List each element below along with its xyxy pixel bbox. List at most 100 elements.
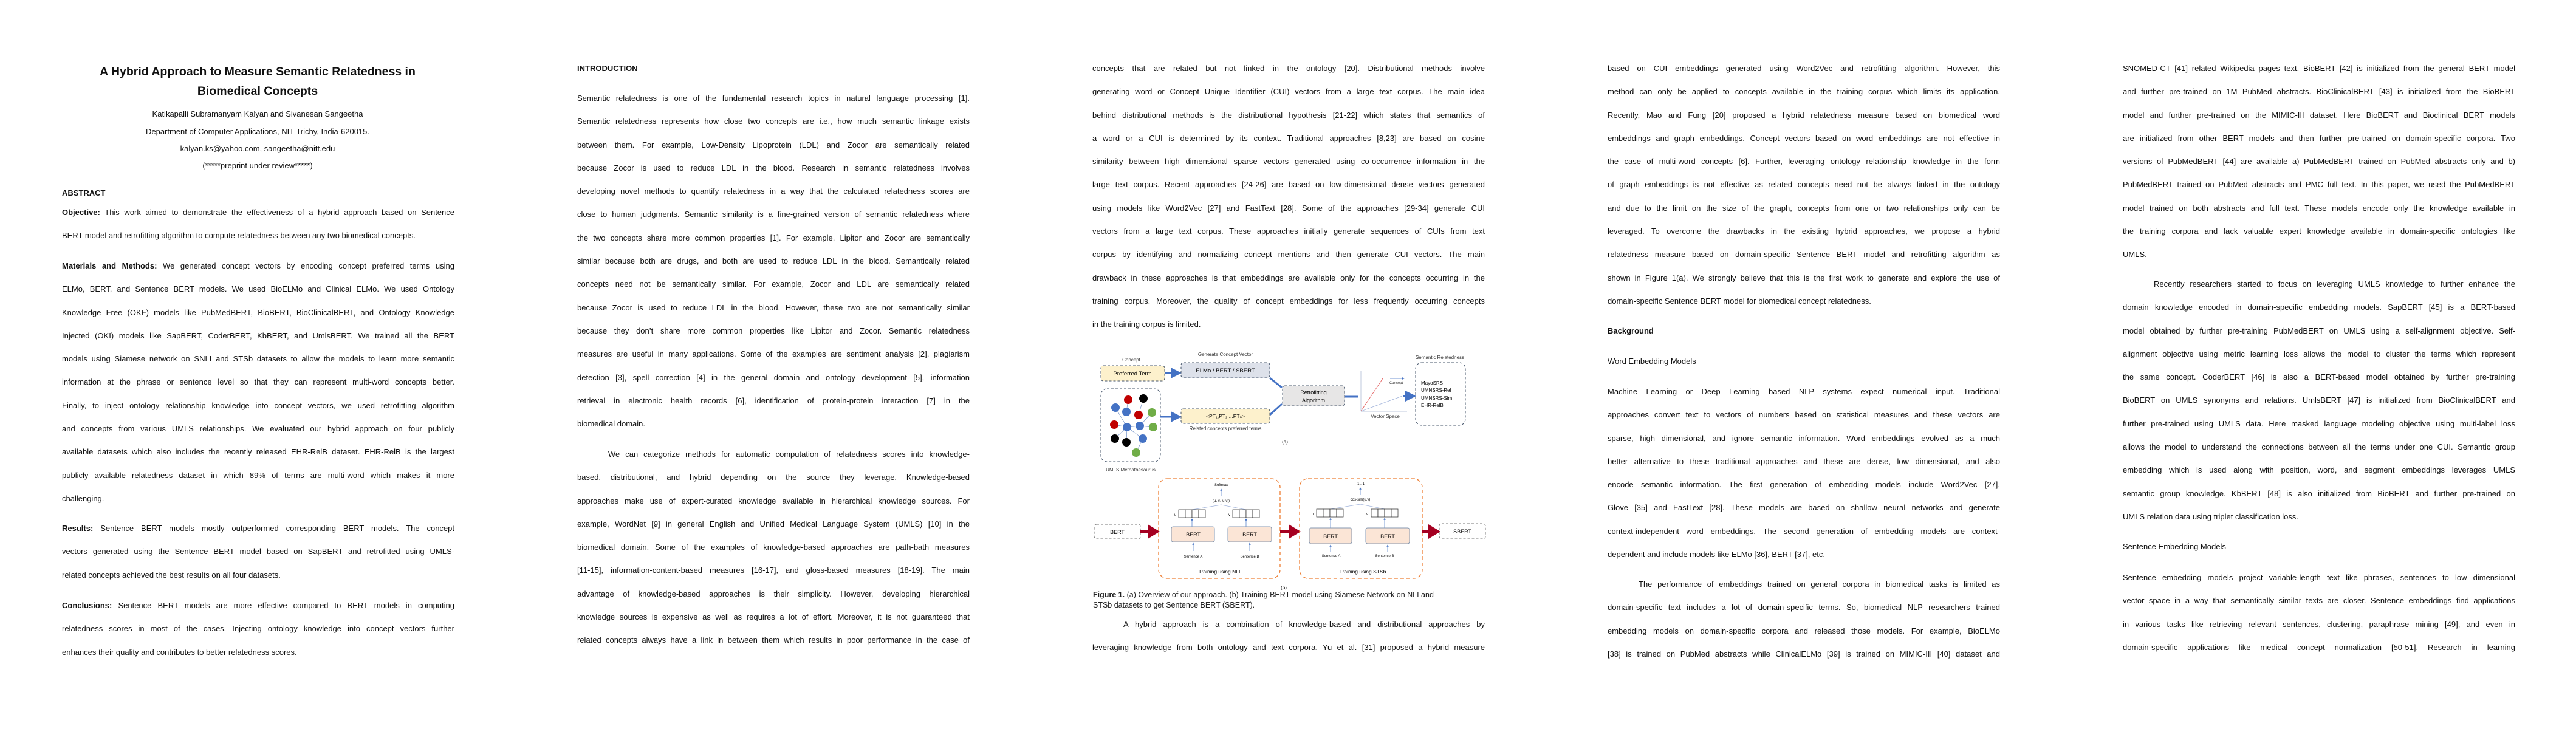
text-line: related concepts always have a link in b… (577, 635, 970, 645)
graph-node (1136, 422, 1144, 430)
graph-node (1110, 420, 1118, 429)
u-vector (1178, 509, 1206, 518)
text-line: because they don’t share more common pro… (577, 326, 970, 335)
datasets-box (1415, 362, 1466, 426)
generate-vector-label: Generate Concept Vector (1198, 352, 1253, 357)
cos-sim-label: cos-sim(u,v) (1351, 498, 1371, 502)
vector-space-label: Vector Space (1371, 414, 1400, 419)
text-line: enhances their quality and contributes t… (62, 647, 297, 657)
text-line: sparse, high dimensional, and ignore sem… (1608, 433, 2000, 443)
page-4: based on CUI embeddings generated using … (1546, 0, 2061, 729)
text-line: allows the model to understand the conne… (2123, 442, 2515, 452)
graph-node (1124, 395, 1132, 404)
text-line: large text corpus. Recent approaches [24… (1092, 180, 1485, 190)
text-line: versions of PubMedBERT [44] are availabl… (2123, 157, 2515, 166)
v-label: v (1228, 513, 1230, 517)
stsb-training-label: Training using STSb (1340, 569, 1386, 575)
text-line: are initialized from other BERT models a… (2123, 133, 2515, 143)
figure-panel-b: BERT Softmax (u, v, |u-v|) u v BERT BERT… (1094, 478, 1486, 590)
text-line: measures are useful in many applications… (577, 349, 970, 359)
dataset-item: UMNSRS-Sim (1421, 395, 1452, 401)
text-line: Machine Learning or Deep Learning based … (1608, 387, 2000, 396)
bert-input-box (1094, 524, 1141, 539)
hybrid-continued-paragraph: based on CUI embeddings generated using … (1608, 57, 2000, 313)
dataset-item: MayoSRS (1421, 380, 1443, 386)
text-line: A hybrid approach is a combination of kn… (1123, 620, 1485, 629)
text-line: approaches make use of expert-curated kn… (577, 496, 970, 505)
u-vector (1316, 508, 1344, 518)
text-line: Recently, Mao and Fung [20] proposed a h… (1608, 110, 2000, 120)
paper-title-line-1: A Hybrid Approach to Measure Semantic Re… (100, 65, 416, 78)
text-line: information at the phrase or sentence le… (62, 377, 454, 387)
sentence-embedding-paragraph: Sentence embedding models project variab… (2123, 566, 2515, 659)
text-line: example, WordNet [9] in general English … (577, 519, 970, 529)
sbert-output-text: SBERT (1453, 529, 1471, 535)
text-line: corpus by identifying and normalizing co… (1092, 250, 1485, 259)
intro-paragraph-1: Semantic relatedness is one of the funda… (577, 87, 970, 436)
umls-graph (1114, 398, 1154, 453)
text-line: Materials and Methods: We generated conc… (62, 255, 454, 278)
text-line: retrieval in electronic health records [… (577, 395, 970, 405)
intro-paragraph-2: We can categorize methods for automatic … (577, 443, 970, 652)
figure-panel-a: Concept Preferred Term Generate Concept … (1100, 352, 1466, 473)
text-line: training corpus. Moreover, the quality o… (1092, 296, 1485, 306)
text-line: concepts that are related but not linked… (1092, 64, 1485, 73)
bert-encoder-a (1309, 527, 1352, 544)
authors: Katikapalli Subramanyam Kalyan and Sivan… (152, 109, 363, 118)
text-line: in various tasks like retrieving relevan… (2123, 619, 2515, 629)
text-line: the two concepts share more common prope… (577, 233, 970, 242)
concept-label: Concept (1122, 357, 1141, 363)
text-line: because Zocor is used to reduce LDL in t… (577, 303, 970, 312)
text-line: leveraging knowledge from both ontology … (1092, 643, 1485, 652)
text-line: using models like Word2Vec [27] and Fast… (1092, 203, 1485, 213)
figure-caption: Figure 1. (a) Overview of our approach. … (1093, 590, 1485, 611)
preprint-note: (*****preprint under review*****) (202, 161, 313, 170)
text-line: a word or a CUI is determined by its con… (1092, 133, 1485, 143)
page-5: SNOMED-CT [41] related Wikipedia pages t… (2061, 0, 2576, 729)
text-line: Conclusions: Sentence BERT models are mo… (62, 594, 454, 617)
text-line: Semantic relatedness is one of the funda… (577, 94, 970, 103)
nli-training-box (1158, 478, 1281, 579)
abstract-heading: ABSTRACT (62, 188, 106, 197)
text-line: of graph embeddings is not effective as … (1608, 180, 2000, 190)
text-line: shown in Figure 1(a). We strongly believ… (1608, 273, 2000, 282)
text-line: models using Siamese network on SNLI and… (62, 354, 454, 364)
bert-encoder-a (1171, 526, 1215, 542)
text-line: SNOMED-CT [41] related Wikipedia pages t… (2123, 64, 2515, 73)
text-line: ELMo, BERT, and Sentence BERT models. We… (62, 284, 454, 294)
author-emails: kalyan.ks@yahoo.com, sangeetha@nitt.edu (180, 144, 335, 153)
stsb-training-box (1299, 478, 1423, 579)
related-terms-label: Related concepts preferred terms (1190, 426, 1262, 431)
text-line: drawback in these approaches is that emb… (1092, 273, 1485, 282)
hybrid-paragraph: A hybrid approach is a combination of kn… (1092, 613, 1485, 660)
lead-label: Figure 1. (1093, 590, 1125, 599)
text-line: Glove [35] and FastText [28]. These mode… (1608, 503, 2000, 513)
bert-label: BERT (1323, 533, 1338, 539)
page-2: INTRODUCTION Semantic relatedness is one… (515, 0, 1030, 729)
sentence-b-label: Sentence B (1240, 555, 1259, 559)
text-line: approaches convert text to vectors of nu… (1608, 410, 2000, 420)
text-line: related concepts achieved the best resul… (62, 570, 281, 580)
bert-input-text: BERT (1110, 529, 1125, 535)
panel-b-label: (b) (1281, 585, 1287, 590)
text-line: challenging. (62, 493, 104, 503)
paper-title-line-2: Biomedical Concepts (197, 84, 318, 98)
text-line: better alternative to these traditional … (1608, 456, 2000, 466)
text-line: We can categorize methods for automatic … (608, 450, 970, 459)
background-heading: Background (1608, 326, 1654, 335)
range-label: -1...1 (1356, 482, 1365, 486)
text-line: domain-specific Sentence BERT model for … (1608, 296, 1871, 306)
related-terms-text: <PT₁,PT₂,...PTₙ> (1206, 413, 1245, 419)
graph-node (1122, 408, 1131, 416)
retrofitting-text: Retrofitting (1300, 389, 1327, 395)
text-line: The performance of embeddings trained on… (1639, 580, 2000, 589)
graph-node (1122, 438, 1131, 447)
text-line: vectors from a large text corpus. These … (1092, 227, 1485, 236)
text-line: similar because both are drugs, and both… (577, 256, 970, 266)
sentence-a-label: Sentence A (1322, 555, 1341, 558)
graph-node (1111, 434, 1119, 443)
text-line: Recently researchers started to focus on… (2154, 279, 2515, 289)
v-vector (1232, 509, 1260, 518)
text-line: semantic group knowledge. KbBERT [48] is… (2123, 488, 2515, 498)
line-text: (a) Overview of our approach. (b) Traini… (1126, 590, 1434, 599)
